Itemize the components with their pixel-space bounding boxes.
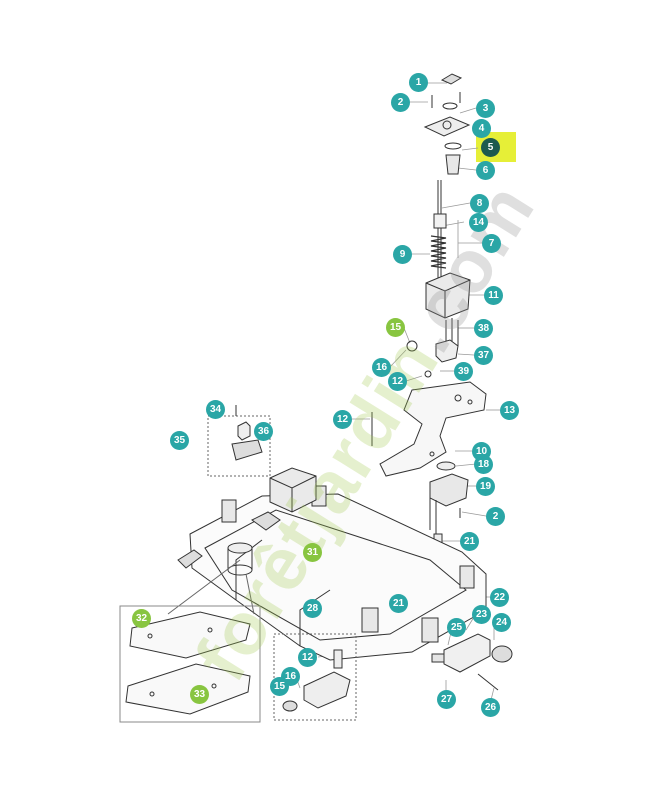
callout-label: 31 — [306, 547, 319, 558]
callout-label: 1 — [415, 77, 422, 88]
callout-part-4[interactable]: 4 — [472, 119, 491, 138]
callout-label: 5 — [487, 142, 494, 153]
callout-label: 12 — [391, 376, 404, 387]
callout-label: 12 — [336, 414, 349, 425]
callout-part-39[interactable]: 39 — [454, 362, 473, 381]
callout-part-33[interactable]: 33 — [190, 685, 209, 704]
callout-label: 35 — [173, 435, 186, 446]
callout-part-15[interactable]: 15 — [270, 677, 289, 696]
callout-part-21[interactable]: 21 — [460, 532, 479, 551]
callout-part-1[interactable]: 1 — [409, 73, 428, 92]
callout-label: 9 — [399, 249, 406, 260]
callout-label: 33 — [193, 689, 206, 700]
callout-part-7[interactable]: 7 — [482, 234, 501, 253]
callout-part-8[interactable]: 8 — [470, 194, 489, 213]
callout-label: 37 — [477, 350, 490, 361]
callout-part-3[interactable]: 3 — [476, 99, 495, 118]
callout-part-18[interactable]: 18 — [474, 455, 493, 474]
callout-part-11[interactable]: 11 — [484, 286, 503, 305]
callout-label: 27 — [440, 694, 453, 705]
callout-label: 39 — [457, 366, 470, 377]
callout-label: 6 — [482, 165, 489, 176]
callout-label: 11 — [488, 290, 499, 301]
callout-part-12[interactable]: 12 — [388, 372, 407, 391]
callout-label: 34 — [209, 404, 222, 415]
callout-label: 3 — [482, 103, 489, 114]
callout-label: 23 — [475, 609, 488, 620]
callout-label: 10 — [475, 446, 488, 457]
callout-label: 32 — [135, 613, 148, 624]
callout-part-37[interactable]: 37 — [474, 346, 493, 365]
callout-part-25[interactable]: 25 — [447, 618, 466, 637]
callout-label: 13 — [503, 405, 516, 416]
callout-label: 36 — [257, 426, 270, 437]
callout-part-2[interactable]: 2 — [486, 507, 505, 526]
callout-label: 19 — [479, 481, 492, 492]
callout-part-12[interactable]: 12 — [333, 410, 352, 429]
callout-part-5[interactable]: 5 — [481, 138, 500, 157]
callout-label: 16 — [284, 671, 297, 682]
callout-label: 24 — [495, 617, 508, 628]
callout-part-14[interactable]: 14 — [469, 213, 488, 232]
callout-part-31[interactable]: 31 — [303, 543, 322, 562]
callout-part-13[interactable]: 13 — [500, 401, 519, 420]
callout-part-28[interactable]: 28 — [303, 599, 322, 618]
callout-part-26[interactable]: 26 — [481, 698, 500, 717]
callout-label: 28 — [306, 603, 319, 614]
callout-label: 15 — [389, 322, 402, 333]
callout-label: 8 — [476, 198, 483, 209]
callout-label: 18 — [477, 459, 490, 470]
callout-part-27[interactable]: 27 — [437, 690, 456, 709]
callout-part-19[interactable]: 19 — [476, 477, 495, 496]
callout-label: 15 — [273, 681, 286, 692]
callout-part-24[interactable]: 24 — [492, 613, 511, 632]
callout-part-12[interactable]: 12 — [298, 648, 317, 667]
callout-part-6[interactable]: 6 — [476, 161, 495, 180]
callout-label: 2 — [492, 511, 499, 522]
callout-part-38[interactable]: 38 — [474, 319, 493, 338]
callout-label: 7 — [488, 238, 495, 249]
callout-part-35[interactable]: 35 — [170, 431, 189, 450]
callout-part-36[interactable]: 36 — [254, 422, 273, 441]
callout-label: 21 — [392, 598, 405, 609]
callout-part-21[interactable]: 21 — [389, 594, 408, 613]
callout-label: 21 — [463, 536, 476, 547]
callout-label: 4 — [478, 123, 485, 134]
callout-label: 12 — [301, 652, 314, 663]
callout-label: 25 — [450, 622, 463, 633]
callout-part-9[interactable]: 9 — [393, 245, 412, 264]
callout-part-23[interactable]: 23 — [472, 605, 491, 624]
callout-part-2[interactable]: 2 — [391, 93, 410, 112]
callout-label: 14 — [472, 217, 485, 228]
callout-label: 2 — [397, 97, 404, 108]
callout-label: 16 — [375, 362, 388, 373]
callout-part-16[interactable]: 16 — [372, 358, 391, 377]
callout-part-22[interactable]: 22 — [490, 588, 509, 607]
callout-part-15[interactable]: 15 — [386, 318, 405, 337]
callout-part-34[interactable]: 34 — [206, 400, 225, 419]
callout-label: 38 — [477, 323, 490, 334]
callout-label: 26 — [484, 702, 497, 713]
callout-part-32[interactable]: 32 — [132, 609, 151, 628]
callout-label: 22 — [493, 592, 506, 603]
